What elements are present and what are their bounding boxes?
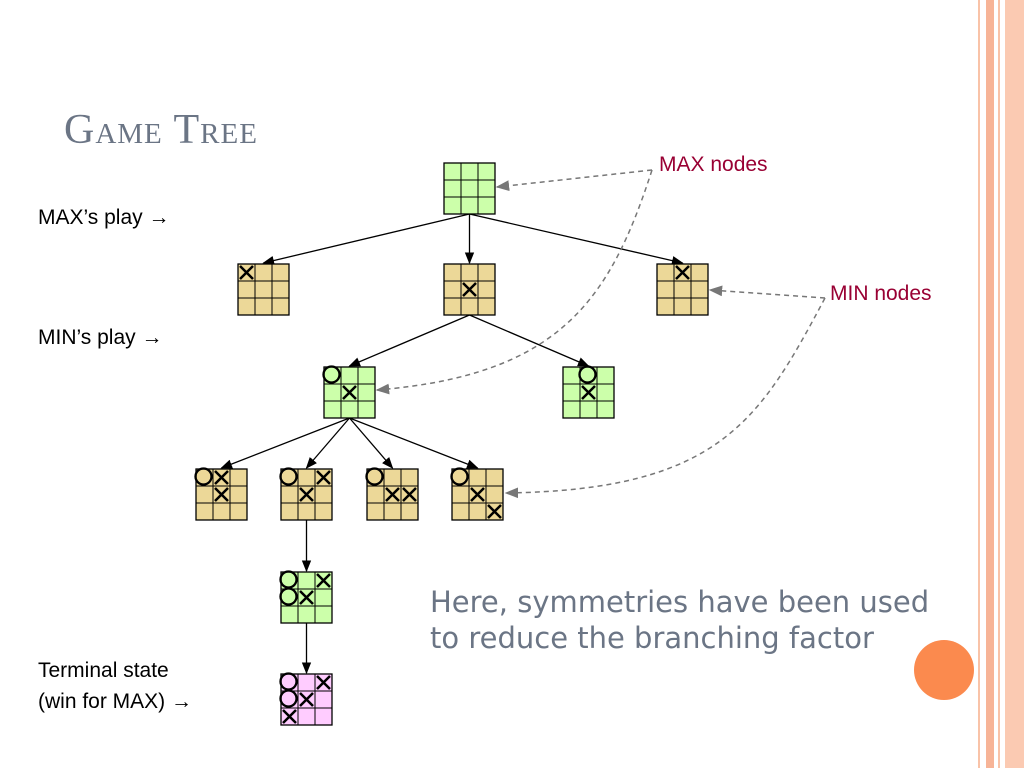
o-mark-icon [279, 689, 298, 708]
board-min-center [443, 263, 496, 316]
edge-stripe [978, 0, 980, 768]
x-mark-icon [282, 709, 297, 724]
max-play-label: MAX’s play → [38, 206, 170, 229]
note-line1: Here, symmetries have been used [430, 585, 930, 619]
board-root [443, 162, 496, 215]
edge-stripe [998, 0, 1000, 768]
max-nodes-pointer-child [375, 169, 653, 395]
board-max-center-b [562, 365, 615, 419]
tree-edge-min-center-to-max-center-b [469, 314, 590, 367]
callout-arrows [375, 169, 826, 499]
o-mark-icon [279, 587, 298, 606]
x-mark-icon [299, 590, 314, 605]
max-nodes-callout: MAX nodes [659, 153, 768, 176]
board-min-leaf-3 [365, 467, 419, 521]
o-mark-icon [578, 365, 597, 384]
board-min-leaf-1 [194, 467, 248, 521]
edge-stripe [986, 0, 994, 768]
board-max-center-a [322, 365, 376, 419]
tree-edge-max-center-a-to-min-leaf-2 [305, 417, 350, 469]
x-mark-icon [316, 470, 331, 485]
note-line2: to reduce the branching factor [430, 621, 874, 655]
x-mark-icon [581, 385, 596, 400]
x-mark-icon [470, 487, 485, 502]
x-mark-icon [316, 573, 331, 588]
x-mark-icon [385, 487, 400, 502]
x-mark-icon [342, 385, 357, 400]
tree-edge-max-center-a-to-min-leaf-4 [349, 417, 479, 469]
terminal-state-label: Terminal state (win for MAX) → [38, 655, 192, 717]
symmetry-note: Here, symmetries have been used to reduc… [430, 584, 929, 656]
x-mark-icon [675, 265, 690, 280]
tree-edge-root-to-min-corner [262, 213, 470, 266]
o-mark-icon [279, 467, 298, 486]
slide-title: Game Tree [64, 107, 258, 153]
board-min-leaf-2 [279, 467, 333, 521]
accent-circle [914, 640, 974, 700]
max-nodes-pointer-root [495, 169, 653, 192]
x-mark-icon [462, 282, 477, 297]
tree-edge-max-center-a-to-min-leaf-3 [349, 417, 394, 469]
board-min-edge [656, 263, 709, 316]
terminal-label-line1: Terminal state [38, 659, 169, 682]
board-background [443, 162, 496, 215]
x-mark-icon [316, 675, 331, 690]
o-mark-icon [322, 365, 341, 384]
x-mark-icon [299, 487, 314, 502]
x-mark-icon [239, 265, 254, 280]
terminal-label-line2: (win for MAX) → [38, 690, 193, 713]
x-mark-icon [487, 504, 502, 519]
edge-stripe [1005, 0, 1024, 768]
min-nodes-pointer-edge [708, 285, 826, 299]
board-max-deep [279, 570, 333, 624]
board-min-corner [237, 263, 290, 316]
board-terminal [279, 672, 333, 726]
x-mark-icon [299, 692, 314, 707]
board-min-leaf-4 [450, 467, 504, 521]
min-nodes-pointer-leaf [504, 297, 826, 499]
min-nodes-callout: MIN nodes [830, 282, 932, 305]
min-play-label: MIN’s play → [38, 326, 163, 349]
o-mark-icon [450, 467, 469, 486]
tree-edge-min-center-to-max-center-a [348, 314, 470, 367]
x-mark-icon [402, 487, 417, 502]
tree-edges [220, 213, 684, 675]
tree-edge-max-center-a-to-min-leaf-1 [220, 417, 350, 469]
x-mark-icon [214, 487, 229, 502]
o-mark-icon [194, 467, 213, 486]
tree-boards [194, 162, 709, 726]
tree-edge-root-to-min-edge [469, 213, 684, 266]
x-mark-icon [214, 470, 229, 485]
o-mark-icon [365, 467, 384, 486]
